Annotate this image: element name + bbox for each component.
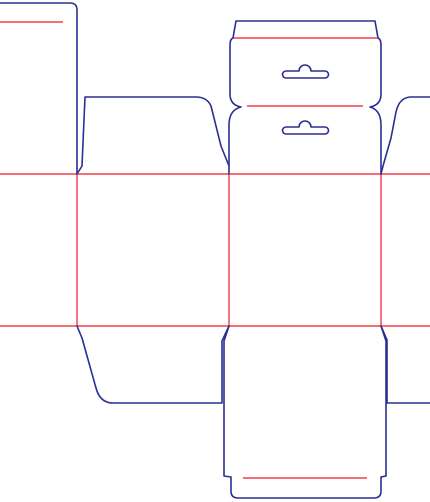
left-dust-flap-outline: [76, 96, 230, 175]
right-bottom-flap-outline: [380, 325, 430, 404]
euro-slot-hole-upper: [281, 64, 330, 79]
left-bottom-flap-outline: [76, 325, 230, 404]
bottom-panel-outline: [223, 325, 387, 499]
hanger-panel-outline: [228, 20, 382, 175]
hanger-holes: [281, 64, 330, 135]
fold-lines: [0, 21, 430, 479]
right-dust-flap-outline: [380, 96, 430, 175]
glue-flap-outline: [0, 2, 78, 175]
euro-slot-hole-lower: [281, 120, 330, 135]
